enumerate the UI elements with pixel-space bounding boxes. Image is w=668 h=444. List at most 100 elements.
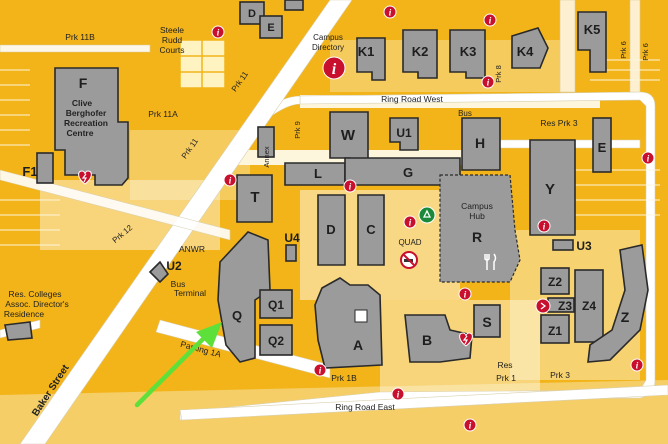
building-e xyxy=(592,117,612,173)
svg-text:i: i xyxy=(636,361,639,371)
label-clive-1: Clive xyxy=(72,98,93,108)
label-anwr: ANWR xyxy=(179,244,205,254)
building-t xyxy=(236,174,273,223)
label-campus-hub-1: Campus xyxy=(461,201,493,211)
building-k1 xyxy=(356,37,386,81)
label-clive-3: Recreation xyxy=(64,118,108,128)
label-f: F xyxy=(79,75,88,91)
svg-text:i: i xyxy=(543,222,546,232)
info-icon: i xyxy=(630,358,644,372)
building-y xyxy=(529,139,576,236)
label-res-prk-1-a: Res xyxy=(497,360,512,370)
label-k3: K3 xyxy=(460,44,477,59)
svg-text:i: i xyxy=(469,421,472,431)
label-res-colleges-1: Res. Colleges xyxy=(9,289,62,299)
building-k3 xyxy=(449,29,486,79)
label-res-colleges-2: Assoc. Director's xyxy=(5,299,69,309)
label-k4: K4 xyxy=(517,44,534,59)
label-prk-6-b: Prk 6 xyxy=(641,43,650,61)
building-e-top xyxy=(259,15,283,39)
label-k5: K5 xyxy=(584,22,601,37)
svg-text:i: i xyxy=(489,16,492,26)
building-u3 xyxy=(552,239,574,251)
building-r xyxy=(439,174,521,283)
info-icon: i xyxy=(641,151,655,165)
info-icons: i i i i i i i i i i i i i i i xyxy=(211,5,655,432)
info-icon: i xyxy=(483,13,497,27)
info-icon: i xyxy=(223,173,237,187)
info-icon: i xyxy=(313,363,327,377)
building-a xyxy=(314,277,383,369)
info-icon: i xyxy=(343,179,357,193)
label-ring-road-west: Ring Road West xyxy=(381,94,443,104)
label-k1: K1 xyxy=(358,44,375,59)
label-r: R xyxy=(472,229,482,245)
label-steele-2: Rudd xyxy=(162,35,183,45)
building-q1 xyxy=(259,289,293,319)
label-d-top: D xyxy=(248,8,256,20)
label-res-prk-1-b: Prk 1 xyxy=(496,373,516,383)
label-campus-dir-2: Directory xyxy=(312,43,344,52)
buildings xyxy=(4,0,649,369)
info-icon: i xyxy=(383,5,397,19)
label-t: T xyxy=(250,189,259,206)
green-arrow-icon xyxy=(134,322,222,408)
label-h: H xyxy=(475,135,485,151)
building-residence xyxy=(4,321,33,341)
label-clive-4: Centre xyxy=(67,128,94,138)
label-u4: U4 xyxy=(284,231,300,245)
info-icon: i xyxy=(481,75,495,89)
label-f1: F1 xyxy=(22,164,37,179)
aed-icons xyxy=(78,170,551,347)
label-bus-terminal-2: Terminal xyxy=(174,288,206,298)
building-z4 xyxy=(574,269,604,343)
building-d xyxy=(317,194,346,266)
label-s: S xyxy=(482,314,491,330)
label-res-prk-3: Res Prk 3 xyxy=(540,118,578,128)
svg-text:i: i xyxy=(349,182,352,192)
building-f1 xyxy=(36,152,54,184)
label-steele-1: Steele xyxy=(160,25,184,35)
svg-text:i: i xyxy=(332,61,337,78)
building-k2 xyxy=(402,29,438,79)
facility-icons xyxy=(400,206,497,270)
info-icon: i xyxy=(463,418,477,432)
svg-text:i: i xyxy=(319,366,322,376)
label-quad: QUAD xyxy=(398,238,421,247)
building-f xyxy=(54,67,129,186)
label-q: Q xyxy=(232,308,242,323)
label-a: A xyxy=(353,337,363,353)
label-e: E xyxy=(598,140,607,155)
svg-text:i: i xyxy=(229,176,232,186)
building-k4 xyxy=(511,27,549,69)
building-z xyxy=(587,244,649,363)
svg-text:i: i xyxy=(409,218,412,228)
info-icon: i xyxy=(537,219,551,233)
label-u2: U2 xyxy=(166,259,182,273)
label-z3: Z3 xyxy=(558,299,572,313)
building-z1 xyxy=(540,314,570,344)
label-steele-3: Courts xyxy=(159,45,184,55)
defibrillator-icon xyxy=(459,332,473,347)
svg-text:i: i xyxy=(647,154,650,164)
svg-text:i: i xyxy=(389,8,392,18)
label-bus: Bus xyxy=(458,109,472,118)
place-labels: Clive Berghofer Recreation Centre Steele… xyxy=(4,25,493,319)
label-prk-1b: Prk 1B xyxy=(331,373,357,383)
label-clive-2: Berghofer xyxy=(66,108,107,118)
label-prk-9: Prk 9 xyxy=(293,121,302,139)
svg-text:i: i xyxy=(464,290,467,300)
building-h xyxy=(461,117,501,171)
svg-text:i: i xyxy=(487,78,490,88)
label-prk-11a: Prk 11A xyxy=(148,109,178,119)
svg-text:i: i xyxy=(397,390,400,400)
label-e-top: E xyxy=(267,22,274,34)
label-prk-3: Prk 3 xyxy=(550,370,570,380)
label-prk-11b: Prk 11B xyxy=(65,32,95,42)
label-prk-8: Prk 8 xyxy=(494,65,503,83)
label-b: B xyxy=(422,332,432,348)
defibrillator-icon xyxy=(535,298,551,314)
svg-text:i: i xyxy=(217,28,220,38)
